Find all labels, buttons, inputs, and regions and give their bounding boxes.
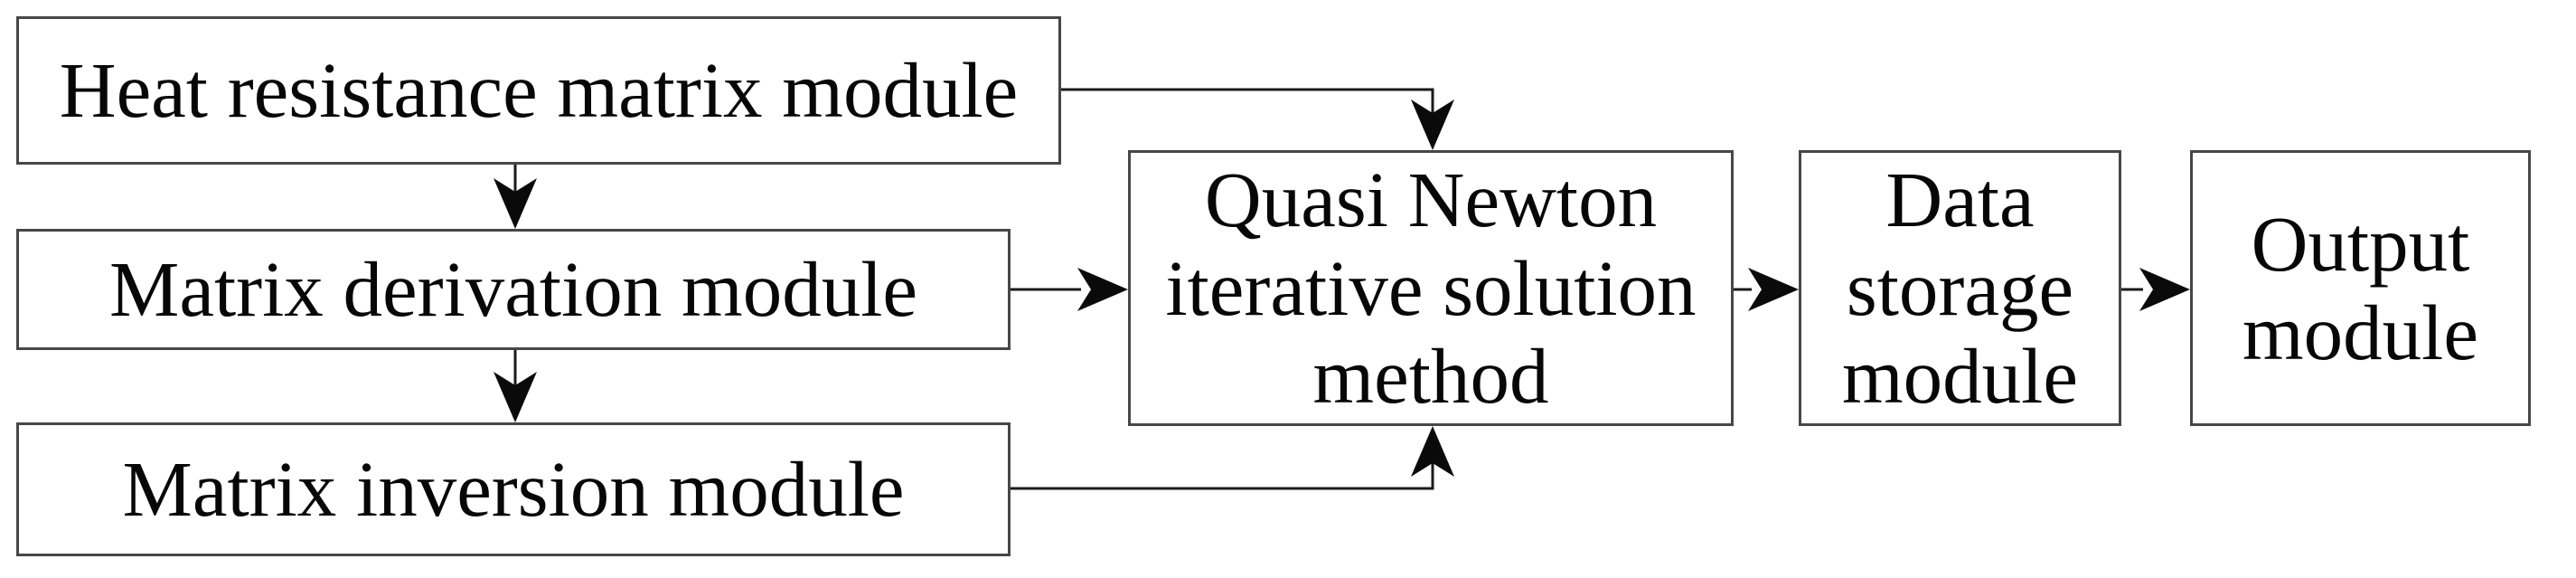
- arrow-data-storage-to-output: [2121, 268, 2190, 311]
- arrowhead-right-icon: [2139, 268, 2190, 311]
- arrowhead-right-icon: [1748, 268, 1799, 311]
- node-label: Output module: [2242, 200, 2478, 376]
- node-label: Quasi Newton iterative solution method: [1165, 156, 1697, 421]
- node-quasi-newton-iterative-solution-method: Quasi Newton iterative solution method: [1128, 150, 1734, 426]
- node-output-module: Output module: [2190, 150, 2531, 426]
- arrowhead-right-icon: [1077, 268, 1128, 311]
- arrow-inversion-to-quasi-newton: [1011, 426, 1454, 490]
- arrow-quasi-newton-to-data-storage: [1734, 268, 1799, 311]
- node-data-storage-module: Data storage module: [1799, 150, 2121, 426]
- arrowhead-up-icon: [1411, 426, 1454, 477]
- arrow-derivation-to-quasi-newton: [1011, 268, 1128, 311]
- arrowhead-down-icon: [1411, 99, 1454, 150]
- node-label: Matrix derivation module: [109, 245, 917, 334]
- arrow-heat-to-quasi-newton: [1061, 88, 1454, 150]
- node-label: Matrix inversion module: [122, 445, 905, 534]
- arrowhead-down-icon: [494, 178, 537, 229]
- node-heat-resistance-matrix-module: Heat resistance matrix module: [16, 16, 1061, 165]
- arrowhead-down-icon: [494, 372, 537, 422]
- node-matrix-derivation-module: Matrix derivation module: [16, 229, 1011, 350]
- node-matrix-inversion-module: Matrix inversion module: [16, 422, 1011, 556]
- arrow-heat-to-derivation: [494, 165, 537, 229]
- node-label: Data storage module: [1842, 156, 2078, 421]
- arrow-derivation-to-inversion: [494, 350, 537, 422]
- node-label: Heat resistance matrix module: [59, 46, 1019, 135]
